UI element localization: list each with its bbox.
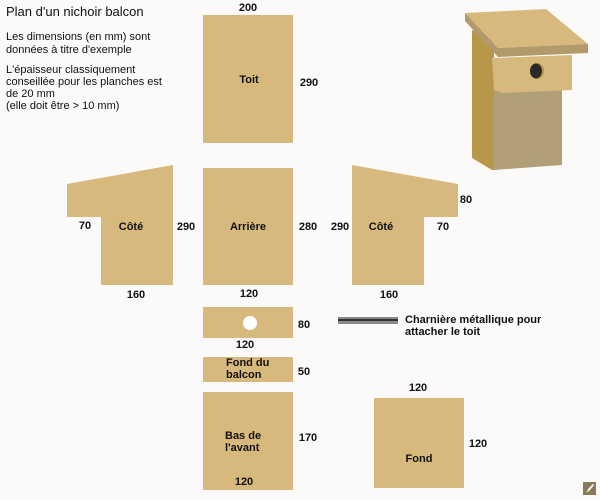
hinge-line (338, 319, 398, 321)
piece-cote-gauche (67, 165, 173, 285)
label-cote-gauche: Côté (118, 221, 144, 233)
page-title: Plan d'un nichoir balcon (6, 4, 144, 19)
dim-cote-droit-drop: 80 (459, 194, 473, 206)
note-line: conseillée pour les planches est (6, 76, 162, 88)
dim-fond-width: 120 (408, 382, 428, 394)
dim-cote-gauche-short: 70 (78, 220, 92, 232)
piece-toit (203, 15, 293, 143)
dim-haut-avant-width: 120 (235, 339, 255, 351)
note-line: données à titre d'exemple (6, 44, 132, 56)
dim-arriere-width: 120 (239, 288, 259, 300)
dim-cote-droit-short: 70 (436, 221, 450, 233)
dim-cote-droit-width: 160 (379, 289, 399, 301)
dim-toit-height: 290 (299, 77, 319, 89)
dim-fond-height: 120 (468, 438, 488, 450)
dim-fond-balcon-height: 50 (297, 366, 311, 378)
dim-cote-gauche-tall: 290 (176, 221, 196, 233)
dim-bas-avant-height: 170 (298, 432, 318, 444)
label-fond-balcon-2: balcon (226, 369, 262, 381)
hinge-label-2: attacher le toit (405, 326, 481, 338)
dim-cote-droit-tall: 290 (330, 221, 350, 233)
dim-haut-avant-height: 80 (297, 319, 311, 331)
note-line: (elle doit être > 10 mm) (6, 100, 120, 112)
label-cote-droit: Côté (368, 221, 394, 233)
label-bas-avant-2: l'avant (225, 442, 260, 454)
note-line: L'épaisseur classiquement (6, 64, 136, 76)
piece-arriere (203, 168, 293, 285)
note-line: Les dimensions (en mm) sont (6, 31, 151, 43)
label-arriere: Arrière (229, 221, 267, 233)
dim-toit-width: 200 (238, 2, 258, 14)
dim-cote-gauche-width: 160 (126, 289, 146, 301)
piece-bas-avant (203, 392, 293, 490)
label-fond: Fond (405, 453, 433, 465)
dim-arriere-height: 280 (298, 221, 318, 233)
piece-fond (374, 398, 464, 488)
birdhouse-illustration (465, 9, 588, 170)
brush-icon[interactable] (583, 482, 596, 495)
note-line: de 20 mm (6, 88, 55, 100)
label-toit: Toit (239, 74, 259, 86)
piece-fond-balcon (203, 357, 293, 382)
label-bas-avant-1: Bas de (225, 430, 262, 442)
label-fond-balcon-1: Fond du (226, 357, 270, 369)
dim-bas-avant-width: 120 (234, 476, 254, 488)
hinge-label-1: Charnière métallique pour (405, 314, 542, 326)
piece-cote-droit (352, 165, 458, 285)
entrance-hole (243, 316, 257, 330)
